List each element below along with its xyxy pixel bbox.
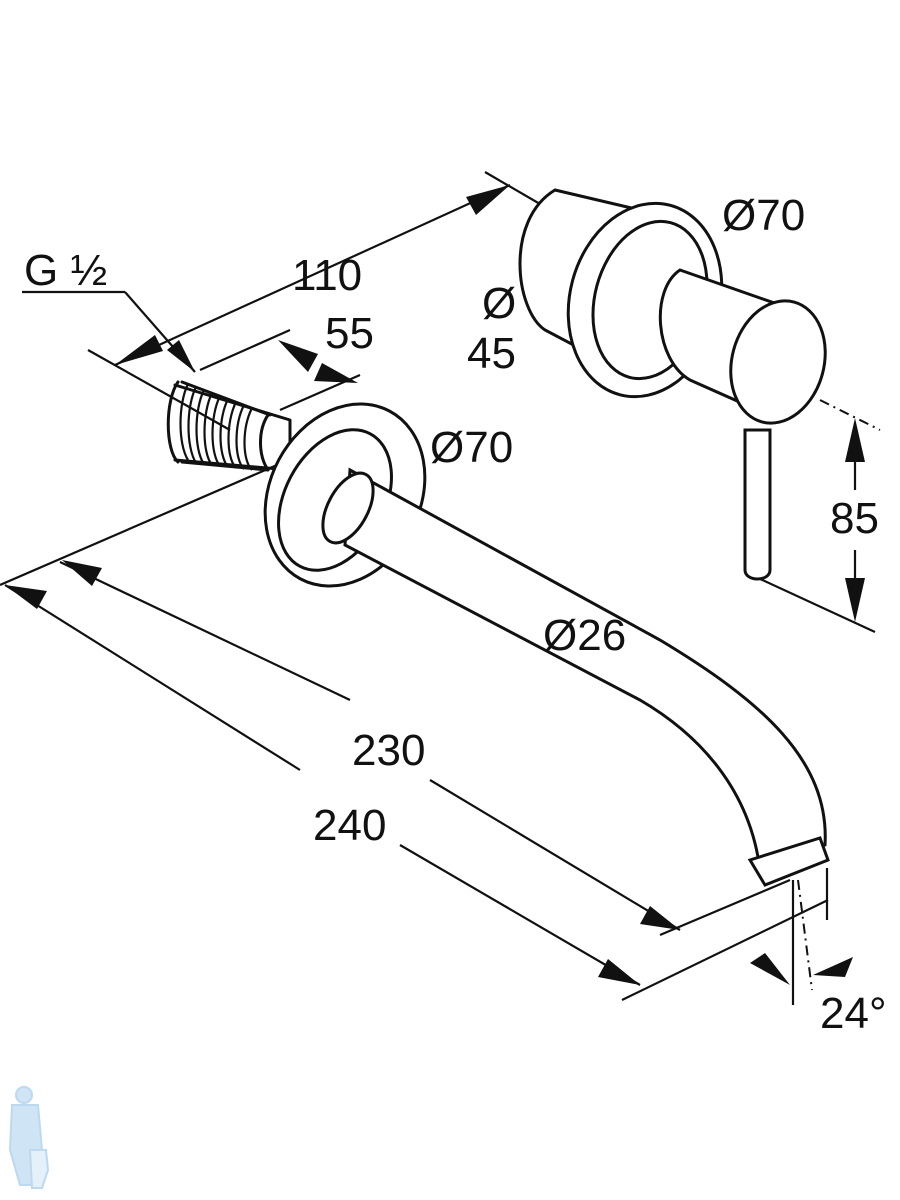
mixer-body bbox=[518, 188, 827, 581]
dimension-lines bbox=[0, 171, 881, 1005]
dim-85-label: 85 bbox=[830, 494, 879, 543]
dim-230-label: 230 bbox=[352, 726, 425, 775]
thread-label: G ½ bbox=[24, 246, 107, 295]
spout-assembly bbox=[166, 380, 830, 887]
dimension-labels: G ½ 110 55 Ø70 Ø70 Ø 45 Ø26 85 230 240 2… bbox=[24, 191, 887, 1038]
dim-110-label: 110 bbox=[292, 251, 362, 300]
flange-left-dia-label: Ø70 bbox=[430, 423, 513, 472]
body-dia-symbol: Ø bbox=[482, 279, 516, 328]
body-dia-value: 45 bbox=[467, 329, 516, 378]
dim-55-label: 55 bbox=[325, 309, 374, 358]
lever-handle bbox=[743, 428, 772, 581]
thread-icon bbox=[166, 380, 272, 472]
flange-right-dia-label: Ø70 bbox=[722, 191, 805, 240]
spout-dia-label: Ø26 bbox=[543, 611, 626, 660]
plumber-logo-watermark bbox=[8, 1086, 50, 1189]
angle-label: 24° bbox=[820, 989, 887, 1038]
spout bbox=[343, 467, 827, 873]
dim-240-label: 240 bbox=[313, 801, 386, 850]
